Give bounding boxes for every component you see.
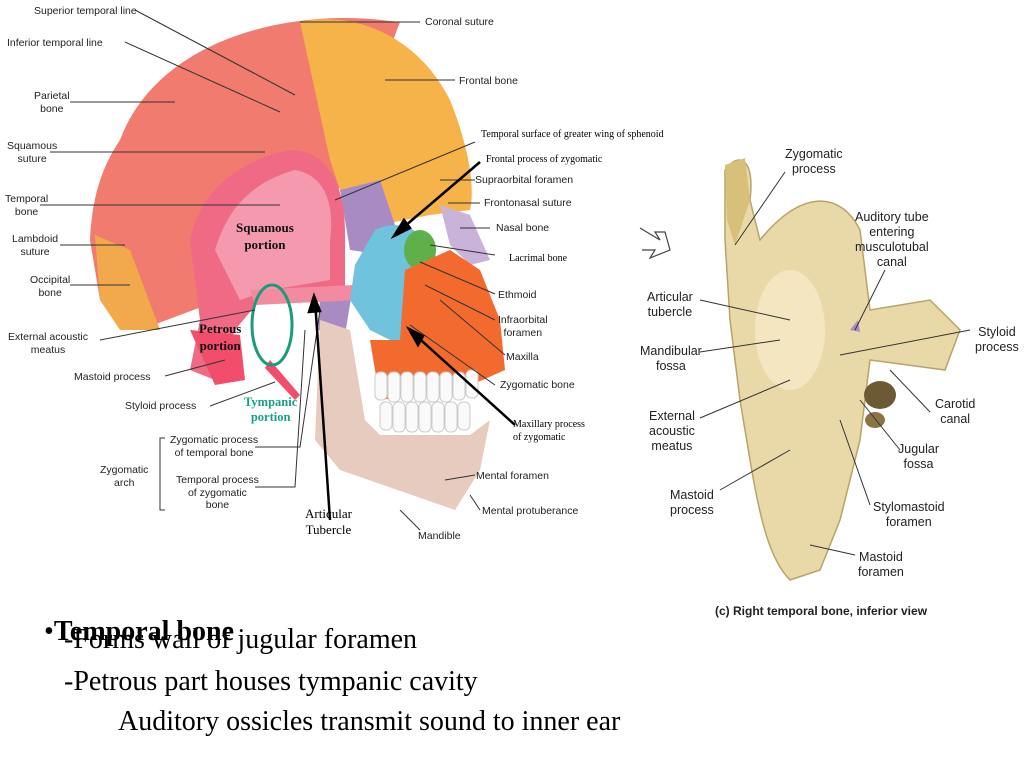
label-zygomatic-process: Zygomatic process (785, 147, 843, 176)
jugular-fossa-shape (865, 412, 885, 428)
frontal-bone-shape (300, 19, 472, 225)
tympanic-ring (250, 283, 294, 367)
label-mental-foramen: Mental foramen (476, 470, 549, 482)
carotid-canal-shape (864, 381, 896, 409)
label-frontal-process-zygomatic: Frontal process of zygomatic (486, 154, 603, 165)
label-lambdoid-suture: Lambdoid suture (12, 233, 59, 258)
label-mastoid-foramen: Mastoid foramen (858, 550, 904, 579)
label-supraorbital-foramen: Supraorbital foramen (475, 174, 574, 186)
label-mastoid-process: Mastoid process (74, 371, 151, 383)
nasal-bone-shape (440, 205, 490, 265)
label-auditory-tube: Auditory tube entering musculotubal cana… (855, 210, 929, 269)
label-stylomastoid-foramen: Stylomastoid foramen (873, 500, 945, 529)
label-zygomatic-bone: Zygomatic bone (500, 379, 575, 391)
label-styloid-process-inferior: Styloid process (975, 325, 1019, 354)
bullet-heading-text: Temporal bone (53, 616, 235, 647)
label-external-acoustic-meatus: External acoustic meatus (8, 331, 88, 356)
temporal-inferior-shape (724, 159, 961, 581)
temporal-highlight-shape (215, 170, 332, 300)
leader-lines (40, 9, 506, 531)
inferior-leader-lines (699, 171, 971, 556)
label-jugular-fossa: Jugular fossa (898, 442, 939, 471)
label-occipital-bone: Occipital bone (30, 274, 71, 299)
maxilla-shape (370, 250, 505, 400)
label-parietal-bone: Parietal bone (34, 90, 70, 115)
bullet-line-3: Auditory ossicles transmit sound to inne… (118, 706, 621, 737)
label-infraorbital-foramen: Infraorbital foramen (498, 314, 548, 339)
label-temporal-surface-sphenoid: Temporal surface of greater wing of sphe… (481, 129, 664, 140)
label-zygomatic-process-temporal: Zygomatic process of temporal bone (170, 434, 259, 459)
label-squamous-suture: Squamous suture (7, 140, 58, 165)
label-carotid-canal: Carotid canal (935, 397, 976, 426)
label-squamous-portion: Squamous portion (236, 220, 294, 252)
label-superior-temporal-line: Superior temporal line (34, 5, 137, 17)
bullet-line-2: -Petrous part houses tympanic cavity (64, 666, 478, 697)
label-mental-protuberance: Mental protuberance (482, 505, 579, 517)
label-articular-tubercle: Articular tubercle (647, 290, 693, 319)
occipital-bone-shape (95, 235, 160, 330)
label-mandibular-fossa: Mandibular fossa (640, 344, 702, 373)
label-frontonasal-suture: Frontonasal suture (484, 197, 572, 209)
label-coronal-suture: Coronal suture (425, 16, 494, 28)
label-lacrimal-bone: Lacrimal bone (509, 253, 568, 264)
bullet-marker: • (44, 616, 54, 647)
bullet-heading: •Temporal bone (16, 584, 234, 680)
outline-arrow (639, 227, 671, 260)
label-mandible: Mandible (418, 530, 461, 542)
label-temporal-process-zygomatic: Temporal process of zygomatic bone (176, 474, 259, 511)
styloid-shape (265, 360, 300, 400)
label-frontal-bone: Frontal bone (459, 75, 518, 87)
label-zygomatic-arch: Zygomatic arch (100, 464, 149, 489)
label-maxillary-process-zygomatic: Maxillary process of zygomatic (513, 419, 585, 443)
label-nasal-bone: Nasal bone (496, 222, 550, 234)
inferior-temporal-bone-illustration (639, 158, 961, 581)
bullet-line-1: -Forms wall of jugular foramen (64, 624, 418, 655)
label-inferior-temporal-line: Inferior temporal line (7, 37, 103, 49)
pointer-arrows (307, 161, 516, 521)
auditory-tube-mark (850, 320, 860, 332)
mastoid-shape (190, 330, 245, 385)
figure-caption: (c) Right temporal bone, inferior view (715, 604, 928, 618)
label-temporal-bone: Temporal bone (5, 193, 49, 218)
zygomatic-arch-shape (250, 285, 358, 305)
teeth (374, 369, 479, 433)
zygomatic-process-shape (725, 158, 750, 245)
label-ethmoid: Ethmoid (498, 289, 537, 301)
label-articular-tubercle-skull: Articular Tubercle (305, 506, 352, 537)
mandibular-fossa-shape (755, 270, 825, 390)
mandible-shape (315, 320, 490, 510)
label-styloid-process: Styloid process (125, 400, 197, 412)
label-external-acoustic-meatus-inferior: External acoustic meatus (649, 409, 695, 453)
label-tympanic-portion: Tympanic portion (244, 395, 298, 424)
label-maxilla: Maxilla (506, 351, 539, 363)
label-petrous-portion: Petrous portion (199, 321, 242, 353)
label-mastoid-process-inferior: Mastoid process (670, 488, 714, 517)
